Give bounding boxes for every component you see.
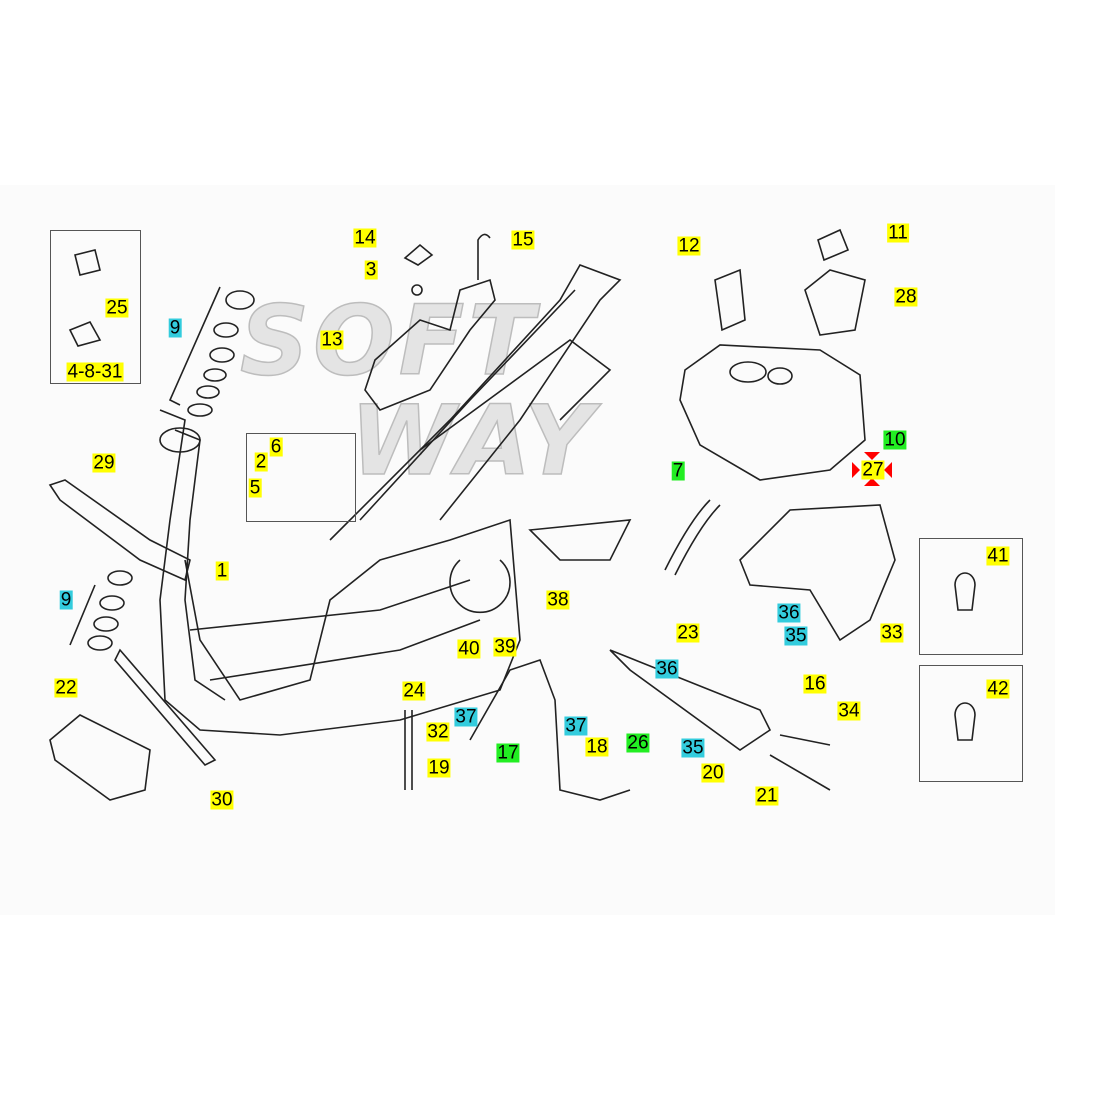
stand-17 <box>469 658 631 801</box>
callout-40: 40 <box>457 638 481 660</box>
diagram-sheet <box>0 185 1055 915</box>
bracket-38 <box>528 519 632 561</box>
callout-37: 37 <box>454 706 478 728</box>
callout-15: 15 <box>511 229 535 251</box>
callout-24: 24 <box>402 680 426 702</box>
callout-22: 22 <box>54 677 78 699</box>
bracket-29 <box>48 479 191 582</box>
clip-41 <box>954 572 976 611</box>
spring-19 <box>404 710 413 790</box>
callout-2: 2 <box>254 451 268 473</box>
inset-box-hose <box>246 433 356 522</box>
callout-11: 11 <box>887 222 909 244</box>
callout-13: 13 <box>320 329 344 351</box>
callout-38: 38 <box>546 589 570 611</box>
pipe-15 <box>477 233 491 280</box>
callout-16: 16 <box>803 673 827 695</box>
callout-35: 35 <box>784 625 808 647</box>
callout-12: 12 <box>677 235 701 257</box>
ring-3 <box>411 284 423 296</box>
callout-37b: 37 <box>564 715 588 737</box>
callout-36: 36 <box>777 602 801 624</box>
tank-opening <box>729 361 767 383</box>
cap-11 <box>817 228 850 262</box>
callout-6: 6 <box>269 436 283 458</box>
watermark-soft: SOFT <box>239 284 538 398</box>
callout-20: 20 <box>701 762 725 784</box>
nut-25 <box>74 249 101 276</box>
callout-9: 9 <box>168 317 182 339</box>
callout-29: 29 <box>92 452 116 474</box>
callout-21: 21 <box>755 785 779 807</box>
callout-1: 1 <box>215 560 229 582</box>
callout-28: 28 <box>894 286 918 308</box>
callout-19: 19 <box>427 757 451 779</box>
callout-18: 18 <box>585 736 609 758</box>
pump-12 <box>714 268 746 332</box>
inset-box-42 <box>919 665 1023 782</box>
callout-17: 17 <box>496 742 520 764</box>
plate-30 <box>114 648 217 766</box>
callout-4-8-31: 4-8-31 <box>66 361 124 383</box>
clip-42 <box>954 702 976 741</box>
callout-42: 42 <box>986 678 1010 700</box>
oil-tank-13 <box>364 278 496 411</box>
lever-20 <box>609 649 772 751</box>
hose-7 <box>664 499 721 576</box>
callout-30: 30 <box>210 789 234 811</box>
callout-41: 41 <box>986 545 1010 567</box>
callout-5: 5 <box>248 477 262 499</box>
callout-14: 14 <box>353 227 377 249</box>
inset-box-clips <box>50 230 141 384</box>
bolt-21 <box>769 734 831 791</box>
bag-22 <box>49 714 151 801</box>
tank-neck <box>767 367 793 385</box>
callout-7: 7 <box>671 460 685 482</box>
callout-10: 10 <box>883 429 907 451</box>
cap-14 <box>403 243 434 266</box>
callout-34: 34 <box>837 700 861 722</box>
frame-part <box>159 264 622 736</box>
callout-35b: 35 <box>681 737 705 759</box>
fuel-tank-10 <box>679 344 866 481</box>
callout-27: 27 <box>861 459 885 481</box>
filler-28 <box>804 269 866 336</box>
callout-3: 3 <box>364 259 378 281</box>
callout-33: 33 <box>880 622 904 644</box>
callout-25: 25 <box>105 297 129 319</box>
inset-box-41 <box>919 538 1023 655</box>
callout-23: 23 <box>676 622 700 644</box>
cover-33 <box>739 504 896 642</box>
bearing-set <box>69 286 255 651</box>
callout-36b: 36 <box>655 658 679 680</box>
callout-39: 39 <box>493 636 517 658</box>
marker-arrows-icon <box>852 452 892 486</box>
callout-32: 32 <box>426 721 450 743</box>
clip-4-8-31 <box>68 320 102 347</box>
callout-26: 26 <box>626 732 650 754</box>
callout-9b: 9 <box>59 589 73 611</box>
